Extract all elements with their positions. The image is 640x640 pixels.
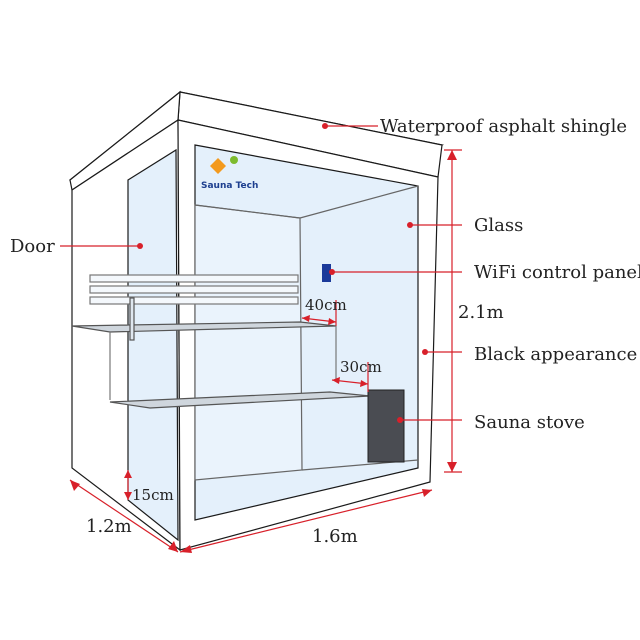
rail-2 — [89, 285, 299, 294]
label-roof: Waterproof asphalt shingle — [380, 116, 627, 137]
label-wifi: WiFi control panel — [474, 262, 640, 283]
dim-bench-lower: 30cm — [340, 358, 382, 376]
label-door: Door — [10, 236, 55, 257]
rail-1 — [89, 274, 299, 283]
logo-dot — [230, 156, 238, 164]
dim-width: 1.6m — [312, 526, 358, 547]
door-handle — [129, 297, 135, 341]
rail-3 — [89, 296, 299, 305]
dim-bench-upper: 40cm — [305, 296, 347, 314]
back-wall — [194, 204, 303, 481]
logo-mark — [210, 158, 226, 174]
brand-name: Sauna Tech — [201, 181, 258, 191]
label-stove: Sauna stove — [474, 412, 585, 433]
sauna-stove — [367, 389, 405, 463]
dim-height: 2.1m — [458, 302, 504, 323]
cabin — [69, 90, 445, 552]
annotations — [60, 123, 462, 553]
label-glass: Glass — [474, 215, 523, 236]
label-appearance: Black appearance — [474, 344, 637, 365]
wifi-panel — [322, 264, 331, 282]
dim-floor-gap: 15cm — [132, 486, 174, 504]
dim-depth: 1.2m — [86, 516, 132, 537]
door-glass — [127, 148, 179, 542]
brand-logo: Sauna Tech — [201, 156, 258, 191]
